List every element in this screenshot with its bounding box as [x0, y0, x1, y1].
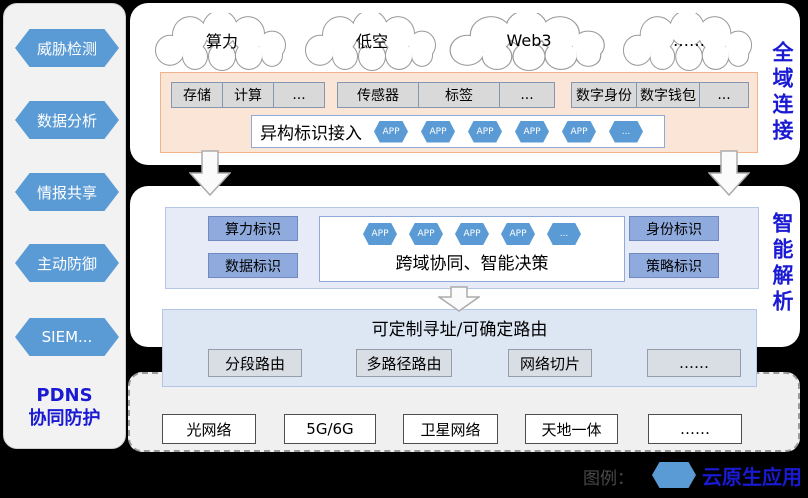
cloud-low-altitude: 低空 [302, 13, 442, 71]
app-label: APP [509, 229, 527, 239]
cloud-icon [449, 13, 605, 71]
app-hexagon: APP [374, 120, 408, 143]
device-access-panel: 存储 计算 ... 传感器 标签 ... 数字身份 数字钱包 ... 异构标识接… [160, 72, 758, 153]
device-box-more: ... [699, 82, 749, 108]
cloud-label: 低空 [355, 32, 388, 51]
cloud-icon [305, 13, 436, 71]
pdns-caption: PDNS 协同防护 [4, 384, 125, 430]
app-label: APP [371, 229, 389, 239]
app-hexagon: APP [562, 120, 596, 143]
device-box-compute: 计算 [222, 82, 274, 108]
hexagon-label: 威胁检测 [36, 39, 97, 58]
app-hexagon: APP [409, 223, 443, 245]
security-sidebar: 威胁检测 数据分析 情报共享 主动防御 SIEM... PDNS 协同防护 [3, 3, 126, 449]
network-box-more: …… [648, 414, 742, 444]
legend-item-label: 云原生应用 [702, 465, 802, 489]
app-label: APP [429, 126, 447, 137]
app-hexagon: APP [421, 120, 455, 143]
pdns-line1: PDNS [36, 385, 93, 406]
tag-identity-id: 身份标识 [629, 216, 719, 241]
device-box-tag: 标签 [418, 82, 500, 108]
hexagon-label: 情报共享 [36, 183, 97, 202]
routing-title: 可定制寻址/可确定路由 [371, 320, 548, 340]
intelligent-resolution-side-label: 智能解析 [770, 212, 794, 316]
app-label: APP [382, 126, 400, 137]
app-label: ... [621, 126, 631, 137]
cloud-label: Web3 [506, 30, 552, 50]
tag-data-id: 数据标识 [208, 253, 298, 278]
down-arrow-small [438, 286, 480, 312]
routing-box-network-slicing: 网络切片 [508, 349, 592, 377]
network-box-space-ground: 天地一体 [525, 414, 618, 444]
cloud-label: 算力 [205, 32, 238, 51]
app-hexagon: APP [515, 120, 549, 143]
sidebar-hexagon-threat-detection: 威胁检测 [15, 29, 119, 67]
app-hexagon: APP [501, 223, 535, 245]
routing-box-more: …… [647, 349, 741, 377]
app-hexagon-more: ... [609, 120, 643, 143]
device-box-digital-wallet: 数字钱包 [636, 82, 700, 108]
cloud-computing-power: 算力 [152, 13, 292, 71]
app-label: ... [559, 229, 569, 239]
cross-domain-decision-box: APP APP APP APP ... 跨域协同、智能决策 [319, 216, 625, 282]
decision-box-label: 跨域协同、智能决策 [395, 254, 549, 274]
sidebar-hexagon-intel-sharing: 情报共享 [15, 173, 119, 211]
device-group-iot: 传感器 标签 ... [337, 82, 555, 108]
routing-box-segment-routing: 分段路由 [208, 349, 302, 377]
legend-hexagon-icon [652, 462, 696, 488]
hexagon-label: 主动防御 [36, 254, 97, 273]
network-box-satellite: 卫星网络 [403, 414, 498, 444]
device-box-more: ... [499, 82, 555, 108]
access-bar-label: 异构标识接入 [260, 124, 362, 144]
tag-policy-id: 策略标识 [629, 253, 719, 278]
app-label: APP [523, 126, 541, 137]
identifier-panel: 算力标识 数据标识 身份标识 策略标识 APP APP APP APP ... … [165, 207, 759, 289]
app-hexagon: APP [363, 223, 397, 245]
network-box-optical: 光网络 [162, 414, 256, 444]
app-label: APP [417, 229, 435, 239]
device-box-sensor: 传感器 [337, 82, 419, 108]
network-box-5g6g: 5G/6G [284, 414, 376, 444]
routing-box-multipath-routing: 多路径路由 [356, 349, 452, 377]
app-hexagon: APP [455, 223, 489, 245]
down-arrow-left [189, 150, 231, 196]
cloud-web3: Web3 [446, 13, 612, 71]
down-arrow-right [708, 150, 750, 196]
device-box-storage: 存储 [171, 82, 223, 108]
cloud-others: …… [620, 13, 758, 71]
heterogeneous-id-access-bar: 异构标识接入 APP APP APP APP APP ... [251, 115, 665, 148]
device-box-digital-identity: 数字身份 [571, 82, 637, 108]
tag-computing-id: 算力标识 [208, 216, 298, 241]
app-hexagon: APP [468, 120, 502, 143]
device-group-digital: 数字身份 数字钱包 ... [571, 82, 749, 108]
legend-caption: 图例： [583, 469, 634, 489]
app-hexagon-more: ... [547, 223, 581, 245]
sidebar-hexagon-data-analysis: 数据分析 [15, 101, 119, 139]
cloud-icon [155, 13, 286, 71]
device-group-compute: 存储 计算 ... [171, 82, 325, 108]
global-connection-panel: 算力 低空 [130, 3, 800, 165]
app-label: APP [570, 126, 588, 137]
app-label: APP [463, 229, 481, 239]
sidebar-hexagon-active-defense: 主动防御 [15, 244, 119, 282]
hexagon-label: SIEM... [41, 328, 93, 346]
routing-panel: 可定制寻址/可确定路由 分段路由 多路径路由 网络切片 …… [162, 309, 757, 387]
app-hexagon-row: APP APP APP APP ... [320, 223, 624, 245]
cloud-label: …… [673, 30, 705, 50]
hexagon-label: 数据分析 [36, 111, 97, 130]
device-box-more: ... [273, 82, 325, 108]
pdns-line2: 协同防护 [28, 408, 101, 429]
cloud-icon [622, 13, 753, 71]
sidebar-hexagon-siem: SIEM... [15, 318, 119, 356]
global-connection-side-label: 全域连接 [770, 41, 794, 145]
app-label: APP [476, 126, 494, 137]
